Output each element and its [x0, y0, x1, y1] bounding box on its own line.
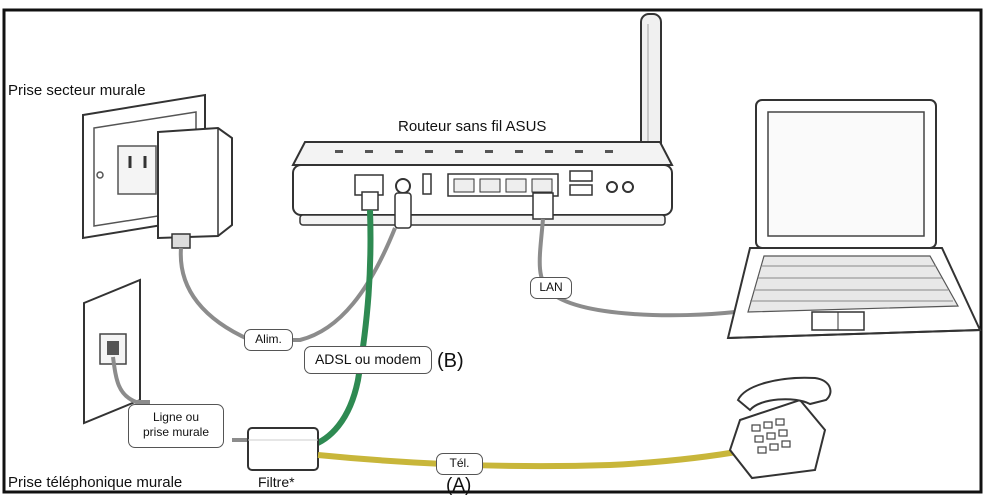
power-cable-tag: Alim. — [244, 329, 293, 351]
adsl-cable — [309, 209, 374, 449]
power-adapter-icon — [157, 126, 233, 249]
router-icon — [291, 141, 674, 229]
marker-a: (A) — [446, 475, 472, 496]
wall-power-label: Prise secteur murale — [8, 82, 146, 99]
line-cable-tag-line-2: prise murale — [142, 425, 210, 439]
phone-cable — [317, 447, 749, 470]
phone-jack-label: Prise téléphonique murale — [8, 474, 183, 491]
line-cable-tag: Ligne ou prise murale — [128, 404, 224, 448]
router-label: Routeur sans fil ASUS — [398, 118, 547, 135]
phone-cable-tag: Tél. — [436, 453, 483, 475]
power-cable — [178, 227, 397, 342]
line-cable — [111, 356, 248, 442]
lan-cable-tag: LAN — [530, 277, 572, 299]
filter-label: Filtre* — [258, 474, 295, 490]
line-cable-tag-line-1: Ligne ou — [152, 410, 200, 424]
marker-b: (B) — [437, 350, 464, 372]
adsl-cable-tag: ADSL ou modem — [304, 346, 432, 374]
laptop-icon — [726, 99, 982, 340]
diagram-frame — [2, 8, 983, 494]
lan-cable — [537, 218, 736, 318]
telephone-icon — [728, 376, 832, 480]
filter-icon — [247, 427, 319, 471]
